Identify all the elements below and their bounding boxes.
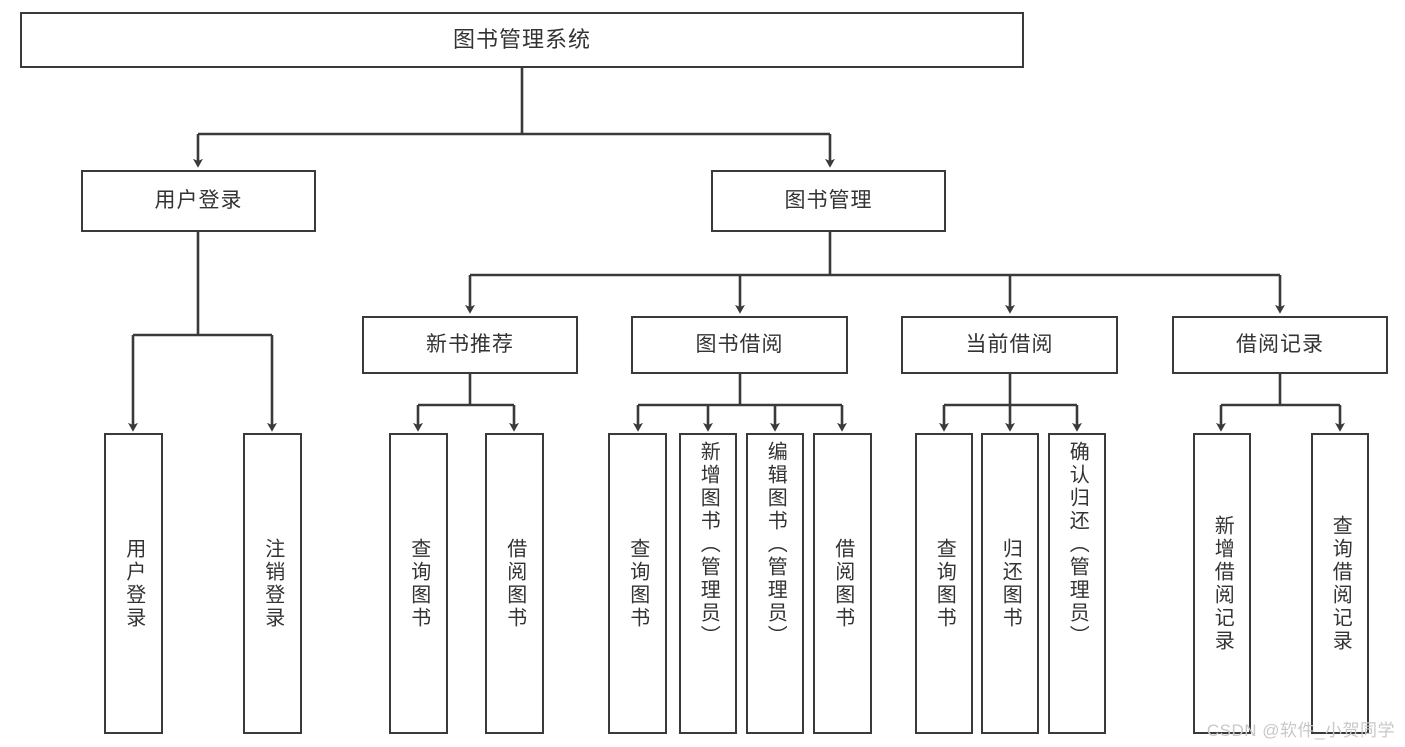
leaf-edit-book[interactable]: 编辑图书（管理员） bbox=[746, 433, 804, 734]
node-label: 查询图书 bbox=[626, 537, 649, 630]
node-label: 新书推荐 bbox=[426, 332, 514, 356]
node-label: 注销登录 bbox=[261, 537, 284, 630]
node-book-management[interactable]: 图书管理 bbox=[711, 170, 946, 232]
node-label: 用户登录 bbox=[154, 188, 243, 212]
node-label: 查询图书 bbox=[933, 537, 956, 630]
leaf-user-login[interactable]: 用户登录 bbox=[104, 433, 163, 734]
node-borrow-record[interactable]: 借阅记录 bbox=[1172, 316, 1388, 374]
node-label: 查询图书 bbox=[407, 537, 430, 630]
watermark-text: CSDN @软件_小贺同学 bbox=[1206, 721, 1395, 740]
leaf-query-book-borrow[interactable]: 查询图书 bbox=[608, 433, 667, 734]
leaf-borrow-book[interactable]: 借阅图书 bbox=[813, 433, 872, 734]
node-root-system[interactable]: 图书管理系统 bbox=[20, 12, 1024, 68]
node-label: 新增借阅记录 bbox=[1211, 514, 1234, 653]
leaf-borrow-book-recommend[interactable]: 借阅图书 bbox=[485, 433, 544, 734]
leaf-return-book[interactable]: 归还图书 bbox=[981, 433, 1039, 734]
leaf-query-borrow-record[interactable]: 查询借阅记录 bbox=[1311, 433, 1369, 734]
node-label: 编辑图书（管理员） bbox=[764, 441, 787, 648]
node-label: 查询借阅记录 bbox=[1329, 514, 1352, 653]
node-current-borrow[interactable]: 当前借阅 bbox=[901, 316, 1118, 374]
node-label: 图书管理系统 bbox=[452, 27, 591, 53]
leaf-add-book[interactable]: 新增图书（管理员） bbox=[679, 433, 737, 734]
leaf-query-book-current[interactable]: 查询图书 bbox=[915, 433, 973, 734]
node-label: 新增图书（管理员） bbox=[697, 441, 720, 648]
node-user-login[interactable]: 用户登录 bbox=[81, 170, 316, 232]
node-label: 借阅图书 bbox=[831, 537, 854, 630]
node-label: 归还图书 bbox=[999, 537, 1022, 630]
node-label: 用户登录 bbox=[122, 537, 145, 630]
node-label: 确认归还（管理员） bbox=[1066, 441, 1089, 648]
node-label: 借阅图书 bbox=[503, 537, 526, 630]
node-label: 图书借阅 bbox=[695, 332, 784, 356]
leaf-logout-login[interactable]: 注销登录 bbox=[243, 433, 302, 734]
leaf-query-book-recommend[interactable]: 查询图书 bbox=[389, 433, 448, 734]
node-label: 借阅记录 bbox=[1236, 332, 1324, 356]
node-book-borrow[interactable]: 图书借阅 bbox=[631, 316, 848, 374]
leaf-confirm-return[interactable]: 确认归还（管理员） bbox=[1048, 433, 1106, 734]
leaf-add-borrow-record[interactable]: 新增借阅记录 bbox=[1193, 433, 1251, 734]
node-label: 图书管理 bbox=[784, 188, 873, 212]
node-new-book-recommend[interactable]: 新书推荐 bbox=[362, 316, 578, 374]
node-label: 当前借阅 bbox=[965, 332, 1054, 356]
